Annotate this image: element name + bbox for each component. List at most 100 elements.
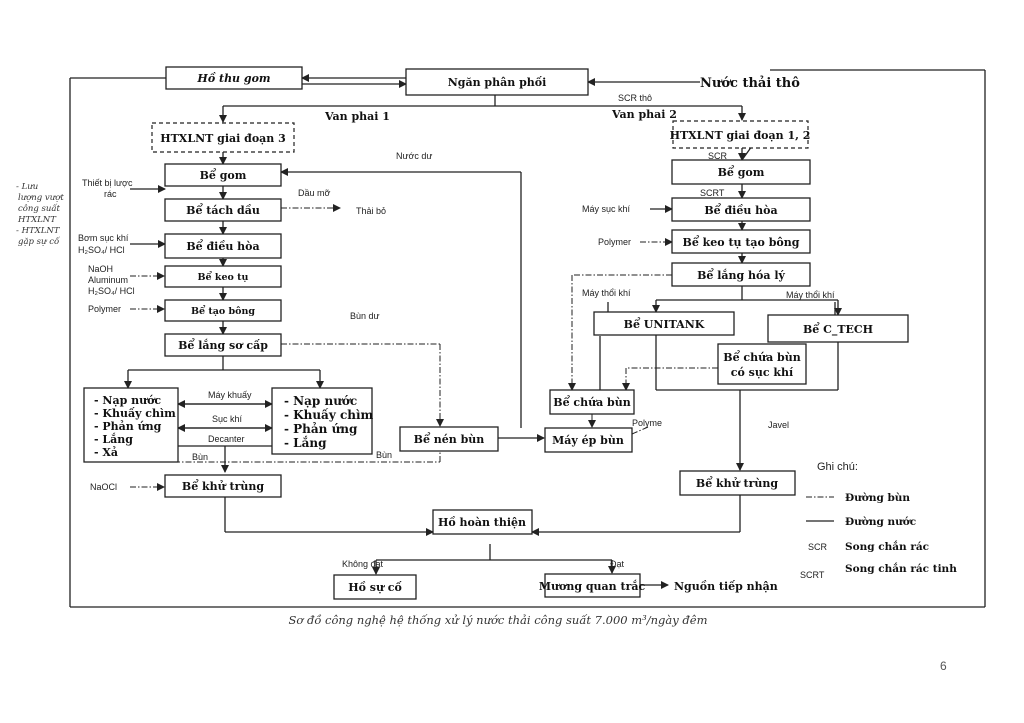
label-bun-1: Bùn bbox=[192, 452, 208, 462]
svg-text:- Khuấy chìm: - Khuấy chìm bbox=[284, 407, 374, 422]
box-ho-hoan-thien: Hồ hoàn thiện bbox=[432, 509, 533, 535]
label-polyme: Polyme bbox=[632, 418, 662, 428]
box-sbr-right: - Nạp nước - Khuấy chìm - Phản ứng - Lắn… bbox=[271, 387, 374, 455]
svg-text:Bể điều hòa: Bể điều hòa bbox=[704, 203, 777, 217]
svg-text:- HTXLNT: - HTXLNT bbox=[16, 226, 61, 236]
svg-text:công suất: công suất bbox=[18, 203, 61, 214]
legend-scr-label: Song chắn rác bbox=[845, 539, 929, 553]
label-h2so4: H₂SO₄/ HCl bbox=[78, 245, 125, 255]
box-be-tao-bong: Bể tạo bông bbox=[164, 299, 282, 322]
svg-text:Bể tạo bông: Bể tạo bông bbox=[191, 305, 255, 317]
label-polymer-left: Polymer bbox=[88, 304, 121, 314]
svg-text:Bể chứa bùn: Bể chứa bùn bbox=[553, 395, 630, 409]
side-note: - Lưu lượng vượt công suất HTXLNT - HTXL… bbox=[16, 182, 64, 247]
box-be-tach-dau: Bể tách dầu bbox=[164, 198, 282, 222]
svg-text:HTXLNT giai đoạn 1, 2: HTXLNT giai đoạn 1, 2 bbox=[670, 129, 811, 142]
box-be-keo-tu-tao-bong: Bể keo tụ tạo bông bbox=[671, 229, 811, 254]
svg-text:Bể chứa bùn: Bể chứa bùn bbox=[723, 350, 800, 364]
label-may-khuay: Máy khuấy bbox=[208, 390, 252, 400]
label-nuoc-thai-tho: Nước thải thô bbox=[700, 75, 800, 91]
svg-text:- Lắng: - Lắng bbox=[94, 432, 133, 446]
label-scrt-right: SCRT bbox=[700, 188, 725, 198]
legend-title: Ghi chú: bbox=[817, 461, 858, 473]
svg-text:Bể gom: Bể gom bbox=[200, 168, 247, 182]
svg-text:Bể lắng sơ cấp: Bể lắng sơ cấp bbox=[178, 338, 268, 352]
legend-scr-key: SCR bbox=[808, 542, 828, 552]
nguon-tiep-nhan: Nguồn tiếp nhận bbox=[674, 580, 778, 593]
diagram-caption: Sơ đồ công nghệ hệ thống xử lý nước thải… bbox=[289, 613, 708, 627]
svg-text:- Phản ứng: - Phản ứng bbox=[94, 420, 162, 433]
label-scr-right: SCR bbox=[708, 151, 728, 161]
svg-text:có sục khí: có sục khí bbox=[731, 366, 794, 379]
box-be-nen-bun: Bể nén bùn bbox=[399, 426, 499, 452]
svg-text:Bể gom: Bể gom bbox=[718, 165, 765, 179]
svg-text:Bể điều hòa: Bể điều hòa bbox=[186, 239, 259, 253]
svg-text:Bể khử trùng: Bể khử trùng bbox=[696, 476, 778, 490]
svg-text:Bể UNITANK: Bể UNITANK bbox=[624, 317, 705, 331]
box-be-chua-bun-right: Bể chứa bùn có sục khí bbox=[717, 343, 807, 385]
svg-text:HTXLNT giai đoạn 3: HTXLNT giai đoạn 3 bbox=[160, 132, 286, 145]
label-bun-2: Bùn bbox=[376, 450, 392, 460]
box-be-chua-bun-left: Bể chứa bùn bbox=[549, 389, 635, 415]
svg-text:HTXLNT: HTXLNT bbox=[17, 215, 57, 225]
svg-text:Máy ép bùn: Máy ép bùn bbox=[552, 434, 624, 447]
box-be-lang-hoa-ly: Bể lắng hóa lý bbox=[671, 262, 811, 287]
svg-text:gặp sự cố: gặp sự cố bbox=[18, 236, 61, 247]
box-be-gom-left: Bể gom bbox=[164, 163, 282, 187]
label-javel: Javel bbox=[768, 420, 789, 430]
box-muong-quan-trac: Mương quan trắc bbox=[539, 573, 646, 598]
label-may-suc-khi-right: Máy sục khí bbox=[582, 204, 631, 214]
label-polymer-right: Polymer bbox=[598, 237, 631, 247]
box-be-dieu-hoa-right: Bể điều hòa bbox=[671, 197, 811, 222]
label-bom-suc-khi: Bơm sục khí bbox=[78, 233, 129, 243]
svg-text:Bể keo tụ: Bể keo tụ bbox=[198, 271, 249, 283]
label-may-thoi-khi-right: Máy thổi khí bbox=[786, 290, 835, 300]
label-may-thoi-khi-left: Máy thổi khí bbox=[582, 288, 631, 298]
label-khong-dat: Không đạt bbox=[342, 559, 384, 569]
label-van-phai-1: Van phai 1 bbox=[324, 110, 390, 123]
box-be-khu-trung-right: Bể khử trùng bbox=[679, 470, 796, 496]
legend: Ghi chú: Đường bùn Đường nước SCR Song c… bbox=[800, 461, 957, 580]
label-scr-tho: SCR thô bbox=[618, 93, 652, 103]
label-nuoc-du: Nước dư bbox=[396, 151, 432, 161]
box-gd3: HTXLNT giai đoạn 3 bbox=[151, 122, 295, 153]
label-aluminum: Aluminum bbox=[88, 275, 128, 285]
legend-scrt-key: SCRT bbox=[800, 570, 825, 580]
svg-text:- Nạp nước: - Nạp nước bbox=[284, 394, 357, 408]
svg-text:Hồ hoàn thiện: Hồ hoàn thiện bbox=[438, 516, 526, 529]
water-lines bbox=[69, 69, 986, 608]
legend-sludge-label: Đường bùn bbox=[845, 492, 910, 504]
box-be-keo-tu: Bể keo tụ bbox=[164, 265, 282, 288]
svg-text:Bể keo tụ tạo bông: Bể keo tụ tạo bông bbox=[683, 235, 800, 249]
label-thai-bo: Thải bỏ bbox=[356, 206, 386, 216]
svg-text:Bể khử trùng: Bể khử trùng bbox=[182, 479, 264, 493]
box-may-ep-bun: Máy ép bùn bbox=[544, 427, 633, 453]
svg-text:Bể nén bùn: Bể nén bùn bbox=[414, 432, 485, 446]
label-h2so4-2: H₂SO₄/ HCl bbox=[88, 286, 135, 296]
legend-water-label: Đường nước bbox=[845, 516, 916, 528]
svg-text:Bể lắng hóa lý: Bể lắng hóa lý bbox=[697, 268, 785, 282]
box-be-unitank: Bể UNITANK bbox=[593, 311, 735, 336]
label-dat: Đạt bbox=[610, 559, 625, 569]
svg-text:Mương quan trắc: Mương quan trắc bbox=[539, 579, 646, 593]
box-be-gom-right: Bể gom bbox=[671, 159, 811, 185]
svg-text:Hồ sự cố: Hồ sự cố bbox=[348, 581, 402, 594]
box-be-ctech: Bể C_TECH bbox=[767, 314, 909, 343]
label-naocl: NaOCl bbox=[90, 482, 117, 492]
box-sbr-left: - Nạp nước - Khuấy chìm - Phản ứng - Lắn… bbox=[83, 387, 179, 463]
svg-text:- Lưu: - Lưu bbox=[16, 182, 38, 192]
svg-text:Hồ thu gom: Hồ thu gom bbox=[196, 71, 270, 85]
svg-text:Ngăn phân phối: Ngăn phân phối bbox=[448, 76, 547, 89]
label-decanter: Decanter bbox=[208, 434, 245, 444]
box-ho-su-co: Hồ sự cố bbox=[333, 574, 417, 600]
box-be-lang-so-cap: Bể lắng sơ cấp bbox=[164, 333, 282, 357]
label-van-phai-2: Van phai 2 bbox=[611, 108, 677, 121]
label-naoh: NaOH bbox=[88, 264, 113, 274]
page-number: 6 bbox=[940, 659, 947, 673]
svg-text:- Nạp nước: - Nạp nước bbox=[94, 394, 161, 407]
svg-text:Bể tách dầu: Bể tách dầu bbox=[186, 203, 260, 217]
box-ho-thu-gom: Hồ thu gom bbox=[165, 66, 303, 90]
box-be-khu-trung-left: Bể khử trùng bbox=[164, 474, 282, 498]
label-thiet-bi-luoc-rac-2: rác bbox=[104, 189, 117, 199]
